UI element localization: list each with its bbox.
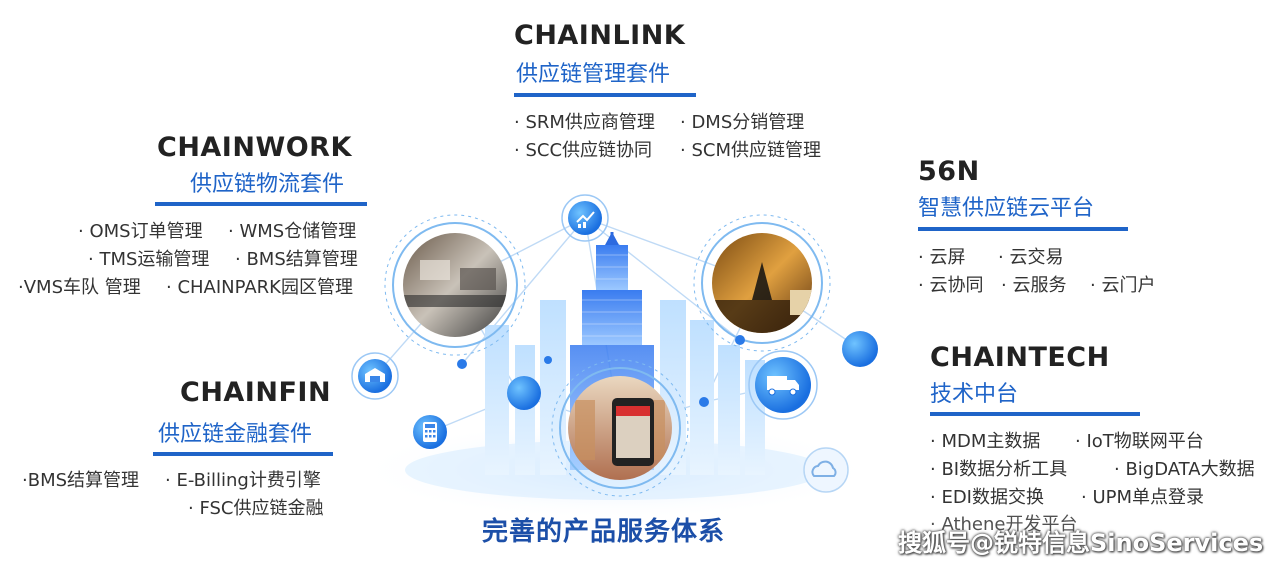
chaintech-item: · BI数据分析工具 (930, 459, 1068, 480)
chaintech-item: · Athene开发平台 (930, 514, 1078, 535)
chainwork-item: · TMS运输管理 (88, 249, 210, 270)
chainfin-brand: CHAINFIN (180, 377, 332, 408)
chainfin-item: · E-Billing计费引擎 (165, 470, 321, 491)
chaintech-item: · MDM主数据 (930, 431, 1041, 452)
chaintech-item: · IoT物联网平台 (1075, 431, 1204, 452)
chainwork-item: ·VMS车队 管理 (18, 277, 141, 298)
photo-logistics (403, 233, 507, 337)
chaintech-item: · UPM单点登录 (1081, 487, 1205, 508)
chainlink-underline (514, 93, 696, 97)
cloud-icon (803, 447, 849, 493)
chainwork-brand: CHAINWORK (157, 132, 352, 163)
chainwork-item: · BMS结算管理 (235, 249, 358, 270)
chainwork-item: · WMS仓储管理 (228, 221, 357, 242)
n56-item: · 云服务 (1001, 275, 1067, 296)
chainlink-item: · SRM供应商管理 (514, 112, 655, 133)
chainlink-item: · DMS分销管理 (680, 112, 805, 133)
n56-item: · 云协同 (918, 275, 984, 296)
chainwork-underline (155, 202, 367, 206)
n56-brand: 56N (918, 156, 980, 187)
chaintech-subtitle: 技术中台 (930, 382, 1019, 407)
chaintech-item: · EDI数据交换 (930, 487, 1044, 508)
n56-item: · 云屏 (918, 247, 966, 268)
chainwork-item: · OMS订单管理 (78, 221, 203, 242)
chaintech-brand: CHAINTECH (930, 342, 1110, 373)
n56-subtitle: 智慧供应链云平台 (918, 196, 1095, 221)
center-title: 完善的产品服务体系 (482, 517, 726, 547)
chainlink-brand: CHAINLINK (514, 20, 686, 51)
photo-retail (568, 376, 672, 480)
warehouse-icon (351, 352, 399, 400)
chaintech-item: · BigDATA大数据 (1114, 459, 1255, 480)
n56-item: · 云门户 (1090, 275, 1156, 296)
truck-icon (748, 350, 818, 420)
chaintech-underline (930, 412, 1140, 416)
chainwork-subtitle: 供应链物流套件 (190, 172, 345, 197)
n56-underline (918, 227, 1128, 231)
photo-energy (712, 233, 812, 333)
chainwork-item: · CHAINPARK园区管理 (166, 277, 353, 298)
n56-item: · 云交易 (998, 247, 1064, 268)
chainfin-subtitle: 供应链金融套件 (158, 422, 313, 447)
chainfin-item: · FSC供应链金融 (188, 498, 324, 519)
watermark: 搜狐号@锐特信息SinoServices (898, 529, 1264, 557)
chainlink-item: · SCC供应链协同 (514, 140, 653, 161)
chainlink-subtitle: 供应链管理套件 (516, 62, 671, 87)
chainfin-item: ·BMS结算管理 (22, 470, 140, 491)
chainfin-underline (153, 452, 333, 456)
share-chart-icon (561, 194, 609, 242)
calculator-icon (413, 415, 447, 449)
chainlink-item: · SCM供应链管理 (680, 140, 821, 161)
